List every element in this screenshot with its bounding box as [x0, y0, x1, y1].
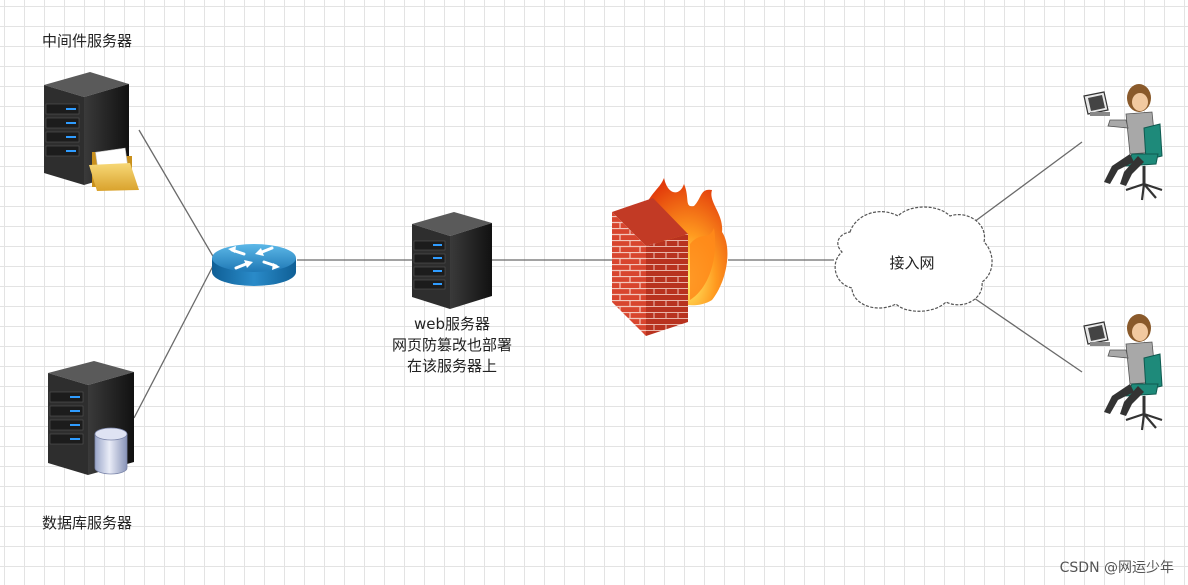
web-server-label-line: web服务器 — [413, 315, 491, 333]
watermark: CSDN @网运少年 — [1059, 560, 1174, 576]
user-workstation-icon — [1083, 84, 1163, 201]
link-cloud-user-top — [973, 141, 1083, 223]
router-icon — [212, 244, 296, 286]
cloud-icon — [834, 206, 993, 312]
link-cloud-user-bottom — [973, 297, 1083, 373]
connection-lines — [133, 129, 1083, 419]
web-server-icon — [412, 212, 492, 309]
link-middleware-router — [138, 129, 215, 259]
database-server-label: 数据库服务器 — [42, 514, 133, 532]
middleware-server-label: 中间件服务器 — [42, 32, 133, 50]
access-network-label: 接入网 — [889, 254, 935, 272]
database-cylinder-icon — [94, 427, 128, 475]
folder-icon — [89, 147, 139, 191]
web-server-label: web服务器 网页防篡改也部署 在该服务器上 — [372, 314, 532, 377]
link-database-router — [133, 265, 214, 419]
firewall-icon — [612, 178, 728, 336]
web-server-label-line: 网页防篡改也部署 — [391, 336, 512, 354]
web-server-label-line: 在该服务器上 — [406, 357, 497, 375]
user-workstation-icon — [1083, 314, 1163, 431]
